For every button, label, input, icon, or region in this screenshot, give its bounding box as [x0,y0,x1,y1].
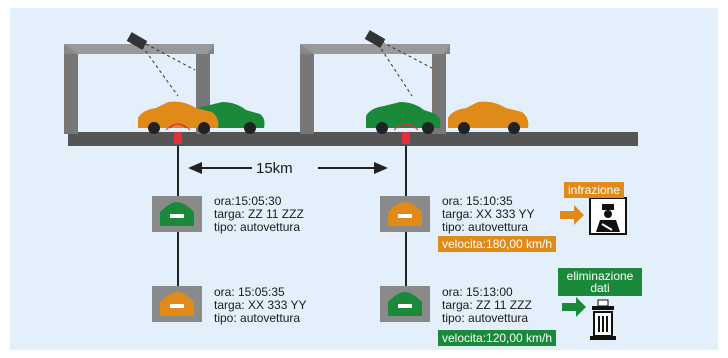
gantry-right [300,44,450,134]
thumb-car-4 [380,286,430,322]
record-3-targa: targa: XX 333 YY [442,207,535,221]
speed-badge-violation: velocita:180,00 km/h [438,236,557,252]
camera-icon-left [126,32,148,50]
record-3-ora: ora: 15:10:35 [442,194,513,208]
record-3-tipo: tipo: autovettura [442,220,529,234]
arrow-green [562,297,586,317]
record-4-targa: targa: ZZ 11 ZZZ [442,298,532,312]
speed-badge-ok: velocita:120,00 km/h [438,330,557,346]
car-orange-right [448,101,529,134]
thumb-car-3 [380,196,430,232]
record-2-ora: ora: 15:05:35 [214,285,285,299]
record-3: ora: 15:10:35 targa: XX 333 YY tipo: aut… [442,195,535,234]
infraction-label: infrazione [564,182,625,198]
camera-icon-right [364,30,386,48]
record-4: ora: 15:13:00 targa: ZZ 11 ZZZ tipo: aut… [442,286,532,325]
arrow-orange [560,205,584,225]
car-orange-left [138,101,219,134]
thumb-car-1 [152,196,202,232]
thumb-car-2 [152,286,202,322]
record-2: ora: 15:05:35 targa: XX 333 YY tipo: aut… [214,286,307,325]
record-2-targa: targa: XX 333 YY [214,298,307,312]
record-2-tipo: tipo: autovettura [214,311,301,325]
distance-label: 15km [256,160,293,177]
data-deletion-label: eliminazione dati [558,268,642,296]
record-1: ora:15:05:30 targa: ZZ 11 ZZZ tipo: auto… [214,195,304,234]
sensor-right [393,123,419,144]
record-4-ora: ora: 15:13:00 [442,285,513,299]
road [68,132,638,146]
data-deletion-line1: eliminazione [566,269,634,283]
police-officer-icon [589,197,627,235]
sensor-left [165,123,191,144]
record-1-ora: ora:15:05:30 [214,194,282,208]
record-1-targa: targa: ZZ 11 ZZZ [214,207,304,221]
record-1-tipo: tipo: autovettura [214,220,301,234]
trash-can-icon [590,299,616,340]
record-4-tipo: tipo: autovettura [442,311,529,325]
data-deletion-line2: dati [590,281,610,295]
car-green-right [366,102,441,134]
